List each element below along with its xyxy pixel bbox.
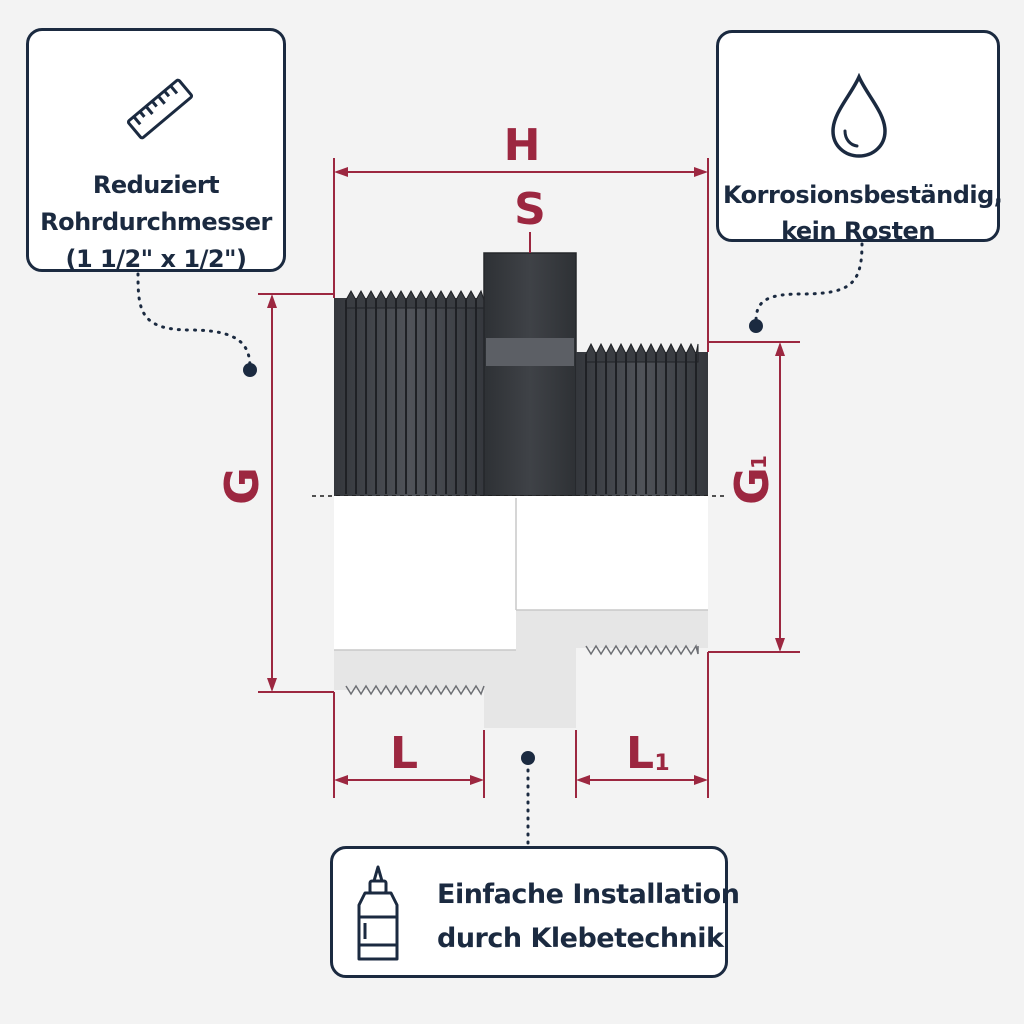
thread-small-grooves xyxy=(585,354,697,494)
callout-easy-installation: Einfache Installation durch Klebetechnik xyxy=(330,846,740,978)
callout-right-line-1: Korrosionsbeständig, xyxy=(723,181,1003,209)
callout-corrosion-resistant: Korrosionsbeständig, kein Rosten xyxy=(716,30,1003,245)
dim-l-arrow-left xyxy=(334,775,348,785)
callout-bottom-line-2: durch Klebetechnik xyxy=(437,923,724,954)
thread-small-crest xyxy=(585,342,699,363)
thread-small-section xyxy=(585,644,699,656)
leader-dot-bottom xyxy=(521,751,535,765)
dim-label-l1-sub: 1 xyxy=(654,751,669,776)
dim-h-arrow-left xyxy=(334,167,348,177)
callout-bottom-line-1: Einfache Installation xyxy=(437,879,740,910)
glue-bottle-icon xyxy=(353,865,403,969)
water-drop-icon xyxy=(829,72,889,163)
thread-large-grooves xyxy=(345,300,477,494)
callout-bottom-text: Einfache Installation durch Klebetechnik xyxy=(437,873,740,961)
dim-label-g1-sub: 1 xyxy=(747,455,771,469)
dim-g-arrow-top xyxy=(267,294,277,308)
dim-l1-arrow-right xyxy=(694,775,708,785)
dim-l1-arrow-left xyxy=(576,775,590,785)
fitting-section xyxy=(334,496,708,728)
dim-label-l: L xyxy=(390,728,418,779)
ruler-icon xyxy=(125,71,195,151)
thread-large-body xyxy=(334,298,486,496)
callout-leaders xyxy=(136,242,864,848)
dim-g1-arrow-top xyxy=(775,342,785,356)
callout-reduced-diameter: Reduziert Rohrdurchmesser (1 1/2" x 1/2"… xyxy=(26,28,286,273)
callout-left-line-2: Rohrdurchmesser xyxy=(40,208,272,236)
leader-left xyxy=(136,272,252,370)
thread-large-crest xyxy=(345,289,485,309)
callout-left-line-1: Reduziert xyxy=(92,171,220,199)
hex-nut xyxy=(483,252,577,497)
callout-right-line-2: kein Rosten xyxy=(781,217,935,245)
dim-g-arrow-bottom xyxy=(267,678,277,692)
fitting-exterior xyxy=(334,252,708,497)
section-wall xyxy=(334,610,708,728)
hex-nut-face xyxy=(486,338,574,366)
callout-left-line-3: (1 1/2" x 1/2") xyxy=(65,245,247,273)
leader-dot-left xyxy=(243,363,257,377)
dim-label-g: G xyxy=(215,467,269,505)
dim-label-h: H xyxy=(504,120,541,171)
callout-left-text: Reduziert Rohrdurchmesser (1 1/2" x 1/2"… xyxy=(35,167,277,278)
dim-label-g1: G xyxy=(725,467,779,505)
thread-large-section xyxy=(345,684,485,696)
callout-right-text: Korrosionsbeständig, kein Rosten xyxy=(723,177,1003,249)
dimension-lines xyxy=(258,158,800,798)
leader-dot-right xyxy=(749,319,763,333)
dim-g1-arrow-bottom xyxy=(775,638,785,652)
dim-l-arrow-right xyxy=(470,775,484,785)
leader-right xyxy=(754,242,864,324)
dim-h-arrow-right xyxy=(694,167,708,177)
dim-label-l1: L xyxy=(626,728,654,779)
dim-label-s: S xyxy=(514,184,546,235)
